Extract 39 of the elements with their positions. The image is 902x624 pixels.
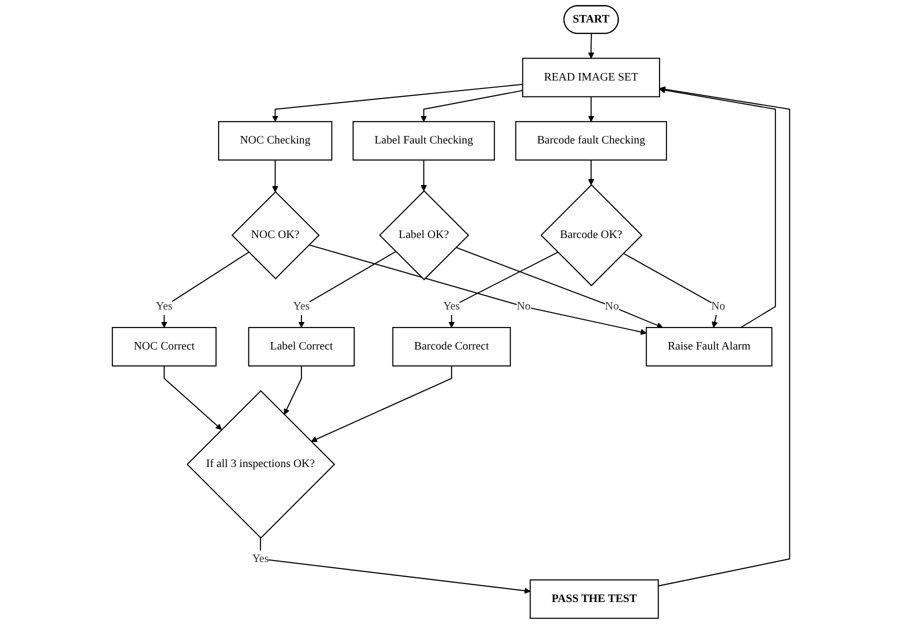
node-diamond: Label OK? [379,190,470,280]
arrow [260,538,531,594]
arrow [588,160,594,186]
arrow [659,87,776,328]
node-box: Barcode Correct [392,327,511,366]
arrow [310,366,452,442]
arrow [298,251,396,328]
arrow [420,90,523,122]
edge-label: Yes [443,300,460,312]
edge-label: No [516,300,531,312]
arrow [284,366,302,415]
edge-label: No [605,300,619,312]
node-box: NOC Checking [218,121,332,161]
arrow [623,252,719,328]
node-diamond: Barcode OK? [540,184,643,286]
arrow [161,252,250,328]
arrow [658,86,790,586]
arrow [308,244,647,335]
node-box: Raise Fault Alarm [646,327,772,366]
arrow [272,84,523,122]
node-diamond: NOC OK? [231,191,320,280]
node-box: READ IMAGE SET [522,58,660,98]
edge-label: Yes [156,300,172,312]
arrow [588,34,594,59]
edge-label: No [711,300,726,312]
edge-label: Yes [252,552,269,565]
node-diamond: If all 3 inspections OK? [186,390,336,539]
node-box: Label Correct [248,327,355,366]
arrow [164,366,222,430]
node-box: Label Fault Checking [352,121,495,161]
node-box: NOC Correct [112,327,217,366]
arrow [448,252,558,328]
arrow [272,160,278,192]
arrow [456,246,663,328]
node-box: Barcode fault Checking [515,121,667,161]
edge-label: Yes [293,300,310,312]
arrow [588,96,594,122]
node-box: PASS THE TEST [530,579,659,619]
arrow [420,160,427,192]
